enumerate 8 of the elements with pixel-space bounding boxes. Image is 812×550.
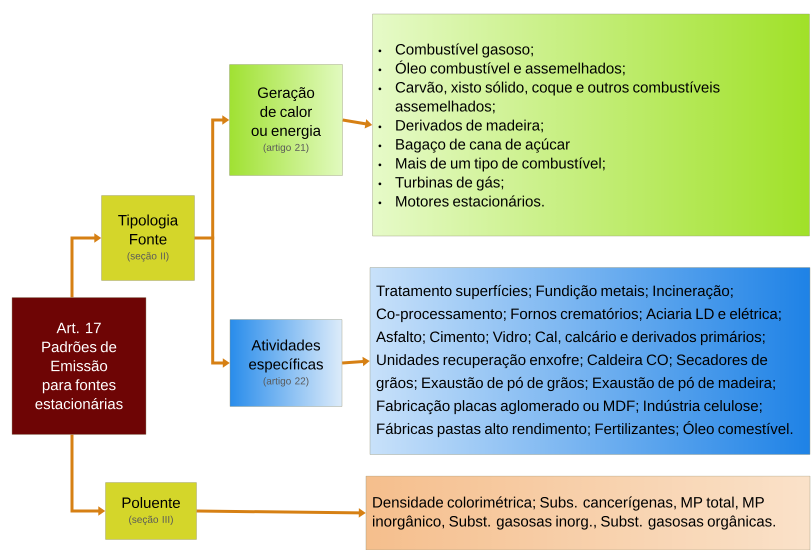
title-box: Art. 17 Padrões de Emissão para fontes estacionárias: [12, 297, 146, 435]
category-box: Tipologia Fonte (seção II): [101, 195, 195, 281]
text-box: Densidade colorimétrica; Subs. cancerígenas, MP total, MP inorgânico, Subst. gasosas inorg., Subst. gasosas orgânicas.: [366, 476, 810, 550]
category-box: Poluente (seção III): [105, 482, 197, 540]
text-box: Tratamento superfícies; Fundição metais; Incineração; Co-processamento; Fornos crematórios; Aciaria LD e elétrica; Asfalto; Cimento; Vidro; Cal, calcário e derivados primários; Unidades recuperação enxofre; Caldeira CO; Secadores de grãos; Exaustão de pó de grãos; Exaustão de pó de madeira; Fabricação placas aglomerado ou MDF; Indústria celulose; Fábricas pastas alto rendimento; Fertilizantes; Óleo comestível.: [370, 267, 810, 455]
category-box: Atividades específicas (artigo 22): [230, 319, 342, 407]
category-box: Geração de calor ou energia (artigo 21): [229, 64, 343, 176]
list-box: Combustível gasoso; Óleo combustível e assemelhados; Carvão, xisto sólido, coque e outros combustíveis assemelhados; Derivados de madeira; Bagaço de cana de açúcar Mais de um tipo de combustível; Turbinas de gás; Motores estacionários.: [372, 14, 810, 236]
